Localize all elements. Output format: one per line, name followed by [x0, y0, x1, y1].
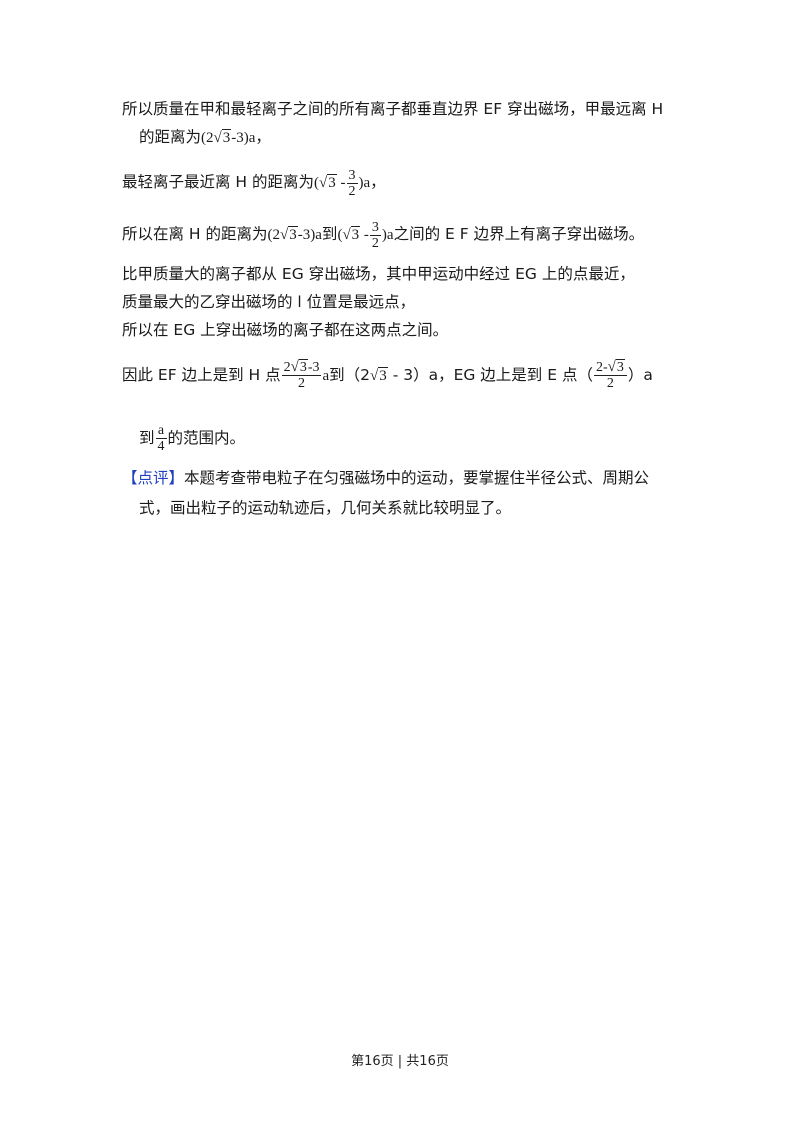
sqrt: √3	[214, 127, 232, 149]
math-text: -	[336, 174, 346, 191]
numerator: 3	[346, 168, 358, 184]
radical-sign: √	[213, 130, 222, 146]
radical-sign: √	[280, 226, 289, 243]
math-text: (2	[267, 226, 281, 243]
text: 之间的 E F 边界上有离子穿出磁场。	[393, 224, 645, 243]
comment-tag: 【点评】	[122, 469, 185, 487]
sqrt: √3	[342, 224, 361, 246]
radicand: 3	[378, 367, 388, 384]
text: 到（2	[329, 366, 371, 384]
radicand: 3	[298, 359, 308, 375]
radical-sign: √	[607, 359, 616, 375]
math-var: a	[363, 174, 371, 191]
math-var: a	[248, 130, 256, 146]
text: ，	[255, 128, 271, 146]
math-text: )	[381, 226, 387, 243]
math-expression: (2√3-3)a	[267, 224, 322, 246]
sqrt: √3	[290, 359, 308, 375]
radicand: 3	[350, 225, 361, 243]
math-text: (2	[201, 130, 214, 146]
math-text: (	[314, 174, 320, 191]
text: 所以质量在甲和最轻离子之间的所有离子都垂直边界 EF 穿出磁场，甲最远离 H	[122, 100, 664, 118]
radical-sign: √	[290, 359, 299, 375]
paragraph-line-1: 所以质量在甲和最轻离子之间的所有离子都垂直边界 EF 穿出磁场，甲最远离 H	[122, 98, 663, 120]
math-text: -3	[307, 360, 320, 375]
radical-sign: √	[319, 174, 328, 191]
numerator: 2√3-3	[281, 359, 322, 376]
radicand: 3	[288, 225, 298, 243]
numerator: 2-√3	[593, 359, 627, 376]
sqrt: √3	[319, 172, 337, 194]
text: 到	[139, 429, 155, 447]
text: 质量最大的乙穿出磁场的 l 位置是最远点，	[122, 293, 416, 311]
math-expression: (2√3-3)a	[201, 127, 256, 149]
text: 本题考查带电粒子在匀强磁场中的运动，要掌握住半径公式、周期公	[184, 469, 650, 487]
comment-line-2: 式，画出粒子的运动轨迹后，几何关系就比较明显了。	[139, 497, 511, 519]
radicand: 3	[327, 173, 337, 191]
text: 所以在 EG 上穿出磁场的离子都在这两点之间。	[122, 321, 449, 339]
sqrt: √3	[280, 224, 298, 246]
denominator: 4	[157, 439, 165, 454]
math-var: a	[386, 226, 394, 243]
radical-sign: √	[342, 226, 351, 243]
text: 的范围内。	[167, 429, 246, 447]
radical-sign: √	[370, 368, 379, 384]
comment-line-1: 【点评】本题考查带电粒子在匀强磁场中的运动，要掌握住半径公式、周期公	[122, 467, 649, 489]
paragraph-line-5: 比甲质量大的离子都从 EG 穿出磁场，其中甲运动中经过 EG 上的点最近，	[122, 263, 635, 285]
denominator: 2	[371, 236, 379, 251]
denominator: 2	[606, 376, 614, 391]
page-footer: 第16页 | 共16页	[351, 1054, 449, 1069]
denominator: 2	[348, 184, 356, 199]
math-text: -3)	[297, 226, 316, 243]
math-text: 2	[283, 360, 291, 375]
text: 因此 EF 边上是到 H 点	[122, 366, 281, 384]
text: 所以在离 H 的距离为	[122, 224, 268, 243]
text: ，	[370, 172, 386, 191]
math-text: (	[337, 226, 343, 243]
math-text: -3)	[231, 130, 249, 146]
math-text: 2-	[595, 360, 608, 375]
text: - 3）a，EG 边上是到 E 点（	[387, 366, 593, 384]
radicand: 3	[615, 359, 625, 375]
math-var: a	[322, 368, 330, 384]
sqrt: √3	[607, 359, 625, 375]
numerator: 3	[369, 220, 381, 236]
denominator: 2	[298, 376, 306, 391]
text: 比甲质量大的离子都从 EG 穿出磁场，其中甲运动中经过 EG 上的点最近，	[122, 265, 635, 283]
paragraph-line-7: 所以在 EG 上穿出磁场的离子都在这两点之间。	[122, 319, 448, 341]
text: 最轻离子最近离 H 的距离为	[122, 172, 315, 191]
math-text: )	[358, 174, 364, 191]
text: 式，画出粒子的运动轨迹后，几何关系就比较明显了。	[139, 499, 512, 517]
paragraph-line-6: 质量最大的乙穿出磁场的 l 位置是最远点，	[122, 291, 415, 313]
sqrt: √3	[370, 365, 388, 387]
radicand: 3	[221, 129, 232, 146]
text: 到	[321, 224, 338, 243]
numerator: a	[155, 423, 167, 439]
math-var: a	[315, 226, 322, 243]
math-text: -	[360, 226, 369, 243]
text: ）a	[627, 366, 653, 384]
paragraph-line-2: 的距离为(2√3-3)a，	[139, 126, 271, 149]
text: 的距离为	[139, 128, 202, 146]
